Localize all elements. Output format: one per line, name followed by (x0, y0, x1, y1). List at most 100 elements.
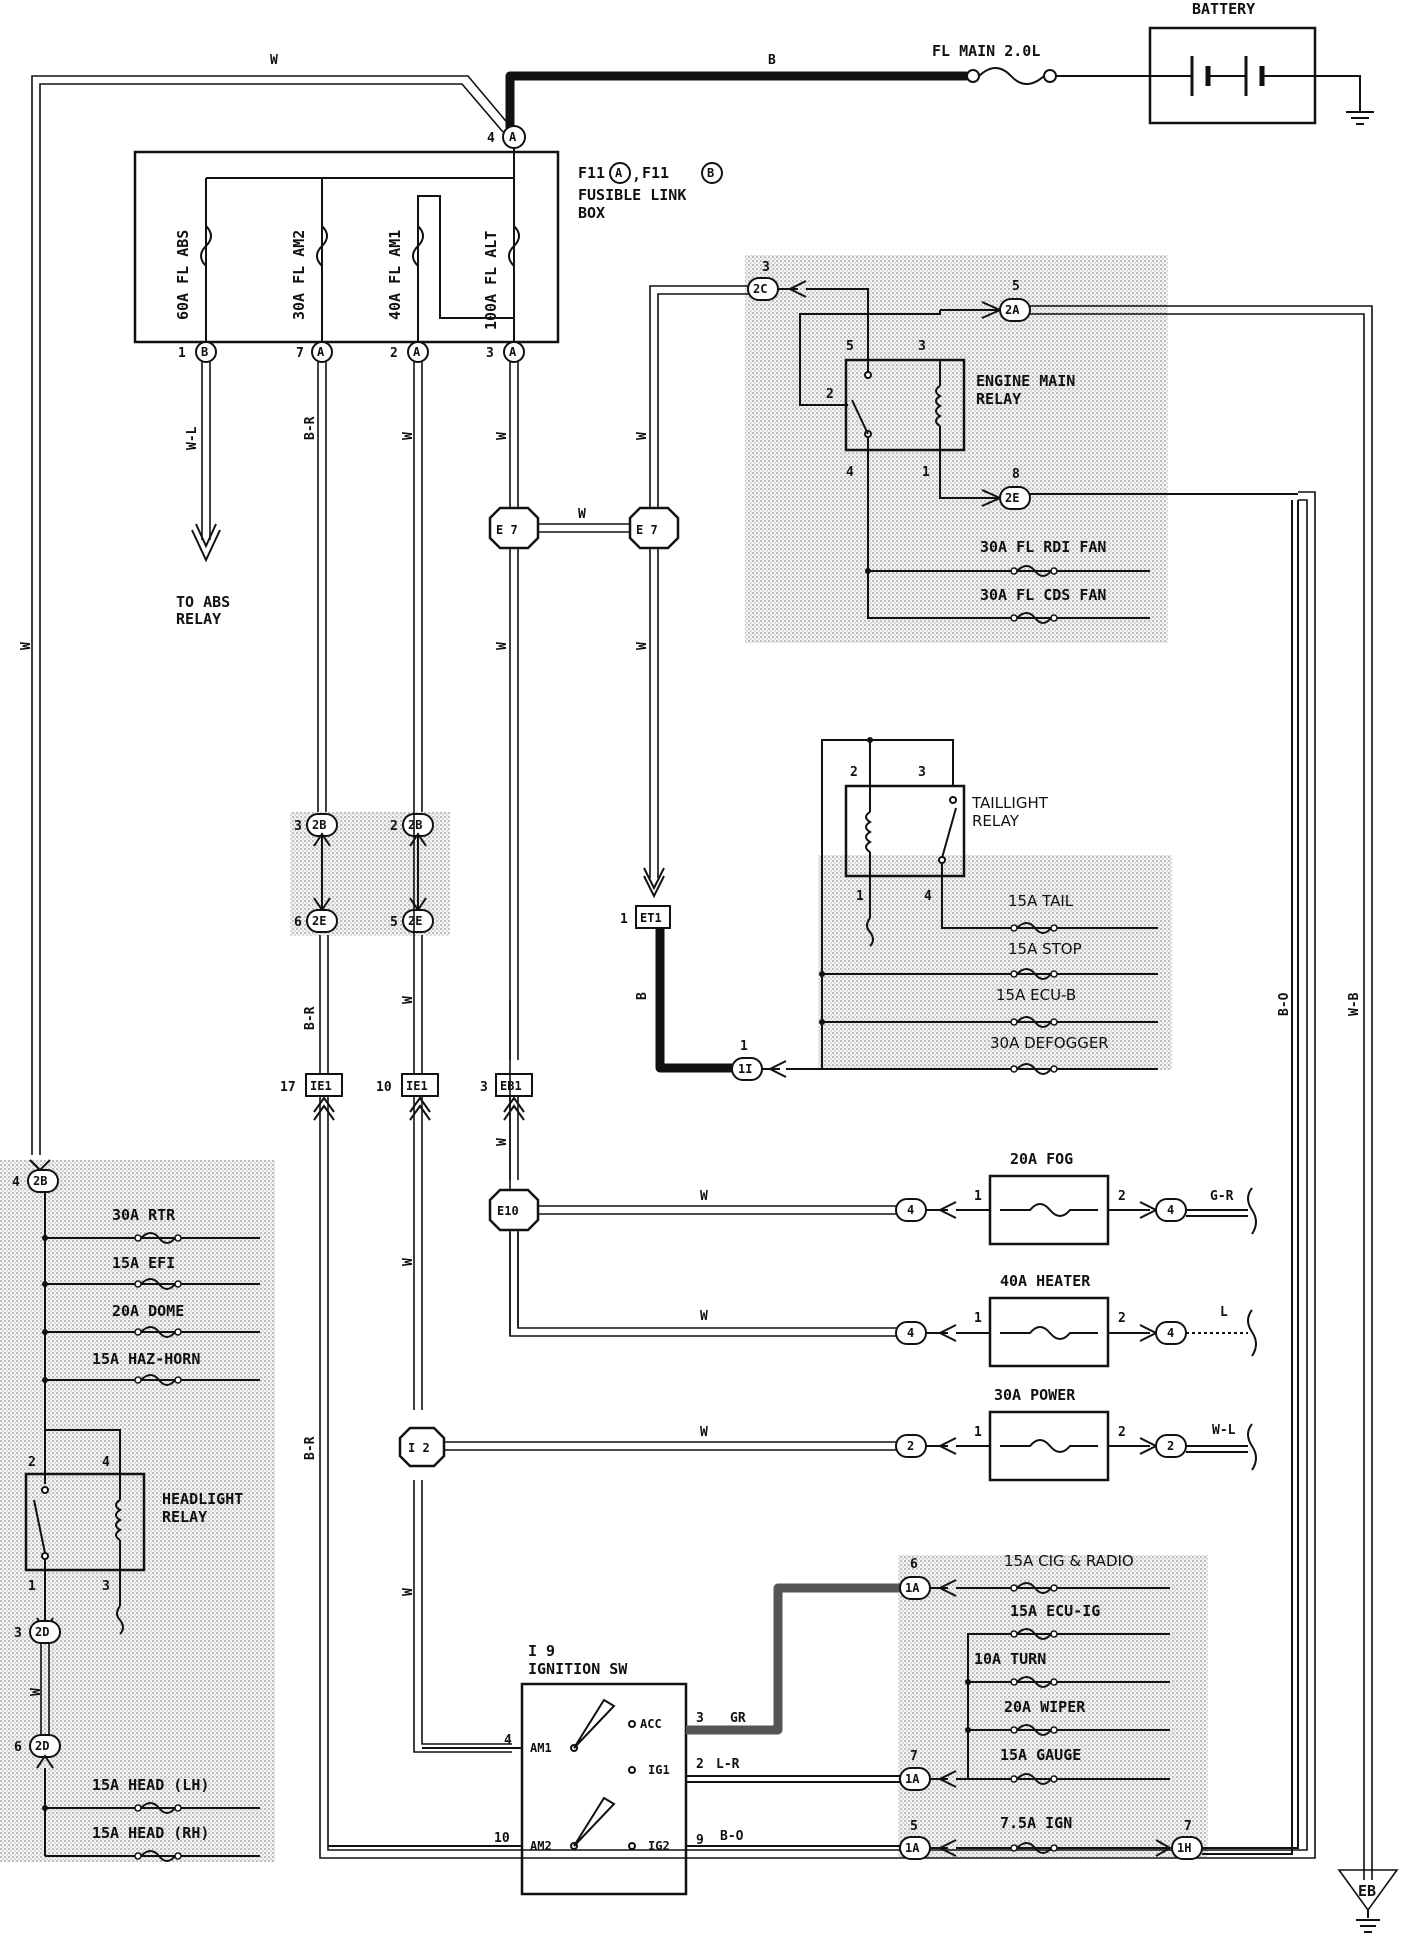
fog-fuse-label: 20A FOG (1010, 1150, 1073, 1168)
fusible-link-outputs: B A A A (195, 341, 525, 363)
taillight-relay-wires (786, 737, 1158, 1070)
fusible-link-alt: 100A FL ALT (482, 231, 500, 330)
ignition-switch-box (520, 1682, 688, 1896)
ignition-terminal-ig1: IG1 (648, 1763, 670, 1777)
taillight-relay-shade (818, 855, 1172, 1070)
wire-color-w-am1-4: W (401, 1588, 416, 1596)
heater-fuse-label: 40A HEATER (1000, 1272, 1091, 1290)
headlight-relay-coil-icon (115, 1474, 124, 1635)
e7-link-wire (534, 523, 636, 533)
main-fuse-icon (966, 67, 1150, 85)
engine-main-relay-line1: ENGINE MAIN (976, 372, 1075, 390)
wire-color-w-2c-2: W (635, 642, 650, 650)
svg-text:3: 3 (14, 1626, 22, 1641)
fusible-link-box-conn-b (701, 162, 723, 184)
splice-e7-left: E 7 (488, 506, 540, 550)
tr-pin-4: 4 (924, 889, 932, 904)
svg-text:3: 3 (486, 346, 494, 361)
wire-color-gr: GR (730, 1711, 746, 1726)
wire-color-w-top: W (270, 53, 278, 68)
wire-color-w-alt-1: W (495, 432, 510, 440)
engine-fuse-rdi: 30A FL RDI FAN (980, 538, 1106, 556)
connector-1a-ig1: 1A 7 (899, 1749, 957, 1791)
head-fuse-rh: 15A HEAD (RH) (92, 1824, 209, 1842)
svg-text:A: A (413, 345, 421, 359)
ignition-terminal-am1: AM1 (530, 1741, 552, 1755)
ig-fuse-bus (956, 1587, 1170, 1849)
engine-fuse-icons (1010, 565, 1058, 624)
emr-pin-4: 4 (846, 465, 854, 480)
emr-pin-1: 1 (922, 465, 930, 480)
fusible-link-box-title: F11 (578, 164, 605, 182)
taillight-relay-coil-icon (865, 786, 874, 947)
w-wire-heater (509, 1232, 519, 1336)
svg-text:2: 2 (1167, 1439, 1174, 1453)
ig-fuse-wiper: 20A WIPER (1004, 1698, 1086, 1716)
wire-color-w-2d: W (29, 1688, 44, 1696)
taillight-fuse-stop: 15A STOP (1008, 940, 1082, 958)
ignition-terminal-am2: AM2 (530, 1839, 552, 1853)
connector-1h: 1H 7 (1155, 500, 1299, 1860)
fusible-link-abs: 60A FL ABS (174, 230, 192, 320)
tr-pin-1: 1 (856, 889, 864, 904)
l-r-wire (686, 1775, 900, 1783)
svg-text:2E: 2E (408, 914, 422, 928)
headlight-relay-line1: HEADLIGHT (162, 1490, 243, 1508)
emr-pin-5: 5 (846, 339, 854, 354)
taillight-relay-line1: TAILLIGHT (971, 794, 1049, 812)
connector-2d-bottom: 2D 6 (14, 1734, 61, 1769)
wire-color-w-fog: W (700, 1189, 708, 1204)
svg-text:ET1: ET1 (640, 911, 662, 925)
emr-pin-2: 2 (826, 387, 834, 402)
svg-text:10: 10 (376, 1080, 392, 1095)
hr-pin-1: 1 (28, 1579, 36, 1594)
ground-label: EB (1358, 1882, 1376, 1900)
connector-2a: 2A 5 (981, 279, 1031, 322)
svg-text:4: 4 (907, 1203, 914, 1217)
svg-text:2: 2 (390, 819, 398, 834)
heater-fuse-assembly: 4 4 1 2 (895, 1296, 1257, 1368)
svg-text:EB1: EB1 (500, 1079, 522, 1093)
splice-i2: I 2 (398, 1426, 446, 1468)
svg-text:A: A (509, 130, 517, 144)
wire-color-w-am1-3: W (401, 1258, 416, 1266)
relay-pin2-wire (799, 310, 941, 406)
svg-text:2: 2 (907, 1439, 914, 1453)
headlight-relay-box (24, 1472, 146, 1572)
wire-color-w-2c-1: W (635, 432, 650, 440)
emr-pin-3: 3 (918, 339, 926, 354)
svg-text:6: 6 (910, 1557, 918, 1572)
w-wire-2c (643, 285, 760, 899)
svg-text:2: 2 (1118, 1311, 1126, 1326)
power-fuse-assembly: 2 2 1 2 (895, 1410, 1257, 1482)
svg-text:B: B (201, 345, 208, 359)
splice-e10: E10 (488, 1188, 540, 1232)
taillight-relay-box (844, 784, 966, 878)
engine-main-relay-switch-icon (851, 371, 872, 475)
taillight-relay-line2: RELAY (972, 812, 1020, 830)
left-fuse-efi: 15A EFI (112, 1254, 175, 1272)
connector-eb1: EB1 3 (480, 1073, 533, 1121)
wire-color-l-r: L-R (716, 1757, 740, 1772)
wire-color-w-b: W-B (1347, 992, 1362, 1016)
wire-color-b-r-3: B-R (303, 1436, 318, 1460)
fusible-link-box-desc2: BOX (578, 204, 605, 222)
w-l-wire (191, 362, 221, 563)
wire-color-w-alt-2: W (495, 642, 510, 650)
fusible-link-box-title-2: F11 (642, 164, 669, 182)
engine-fuse-cds: 30A FL CDS FAN (980, 586, 1106, 604)
headlight-relay-line2: RELAY (162, 1508, 207, 1526)
head-fuse-lh: 15A HEAD (LH) (92, 1776, 209, 1794)
connector-2e-top: 2E 8 (981, 467, 1031, 510)
ig-fuse-gauge: 15A GAUGE (1000, 1746, 1081, 1764)
svg-text:IE1: IE1 (310, 1079, 332, 1093)
connector-1i: 1I 1 (731, 1039, 787, 1081)
wire-color-b-r-2: B-R (303, 1006, 318, 1030)
connector-1a-acc: 1A 6 (899, 1557, 957, 1600)
left-fuse-haz-horn: 15A HAZ-HORN (92, 1350, 200, 1368)
left-fuse-icons (134, 1232, 182, 1386)
fusible-link-bus (205, 148, 515, 342)
svg-text:1A: 1A (905, 1581, 920, 1595)
fusible-link-box-conn-a (609, 162, 631, 184)
